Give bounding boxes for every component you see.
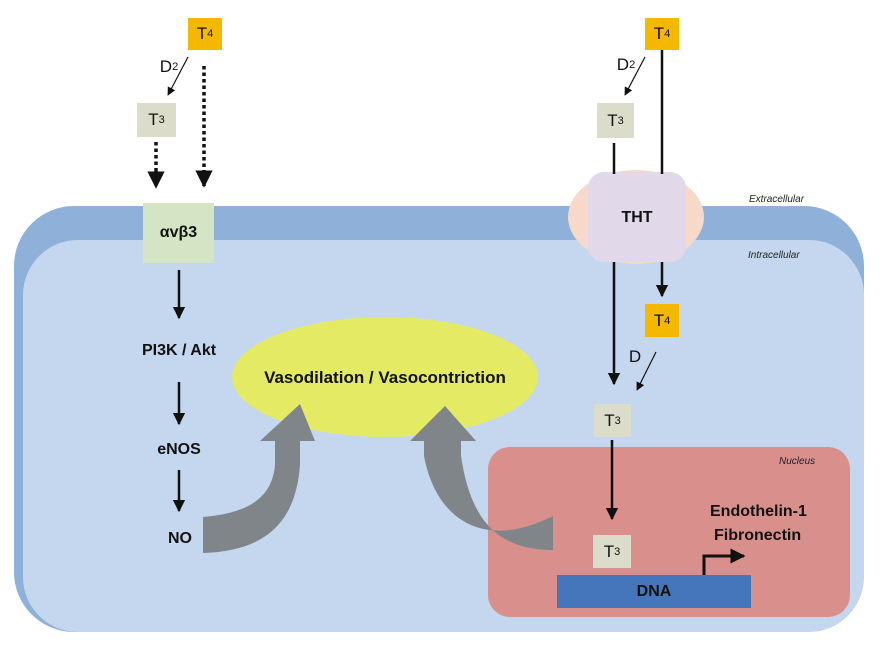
d-letter: D xyxy=(628,347,642,366)
t3-box-nucleus xyxy=(593,535,631,568)
integrin-label: αvβ3 xyxy=(159,224,198,241)
t4-letter: T xyxy=(653,24,665,43)
t4-box-top-left xyxy=(188,18,222,50)
nucleus xyxy=(488,447,850,617)
big-arrow-genes-to-effect xyxy=(410,406,553,550)
d2-letter: D xyxy=(616,55,630,74)
t4-subscript: 4 xyxy=(664,28,671,40)
t4-subscript: 4 xyxy=(664,314,671,327)
t3-subscript: 3 xyxy=(617,114,624,127)
t4-letter: T xyxy=(196,24,208,43)
t3-subscript: 3 xyxy=(614,414,621,427)
nucleus-label: Nucleus xyxy=(779,456,816,467)
t4-letter: T xyxy=(653,310,665,330)
pi3k-akt-label: PI3K / Akt xyxy=(141,342,217,359)
d2-subscript: 2 xyxy=(172,61,179,73)
t3-letter: T xyxy=(607,110,618,130)
dna-bar xyxy=(557,575,751,608)
thin-arrow-d2-right xyxy=(624,56,646,96)
d2-letter: D xyxy=(159,57,173,76)
gene-fibronectin-label: Fibronectin xyxy=(714,527,802,544)
t3-letter: T xyxy=(148,110,159,129)
enos-label: eNOS xyxy=(157,441,201,458)
t3-subscript: 3 xyxy=(158,114,165,126)
t4-box-top-right xyxy=(645,18,679,50)
t3-box-left xyxy=(137,103,176,137)
transporter-box xyxy=(588,172,686,262)
thin-arrow-d2-left xyxy=(167,56,189,96)
t4-subscript: 4 xyxy=(207,28,214,40)
t3-letter: T xyxy=(604,410,615,430)
effect-ellipse xyxy=(232,317,538,437)
thin-arrow-d-intracellular xyxy=(636,351,657,391)
t4-box-intracellular xyxy=(645,304,679,337)
t3-box-cytoplasm xyxy=(594,404,631,437)
effect-label: Vasodilation / Vasocontriction xyxy=(264,368,506,387)
gene-endothelin-label: Endothelin-1 xyxy=(710,503,807,520)
extracellular-label: Extracellular xyxy=(749,194,805,205)
t3-subscript: 3 xyxy=(614,545,621,558)
transporter-label: THT xyxy=(621,209,653,226)
t3-box-right-top xyxy=(597,103,634,138)
no-label: NO xyxy=(168,530,192,547)
big-arrow-no-to-effect xyxy=(203,404,315,553)
d-label-intracellular: D xyxy=(625,346,645,368)
d2-subscript: 2 xyxy=(629,59,636,71)
transcription-arrow xyxy=(702,548,746,575)
intracellular-label: Intracellular xyxy=(748,250,800,261)
t3-letter: T xyxy=(603,541,615,561)
dna-label: DNA xyxy=(636,583,672,600)
integrin-box xyxy=(143,203,214,263)
